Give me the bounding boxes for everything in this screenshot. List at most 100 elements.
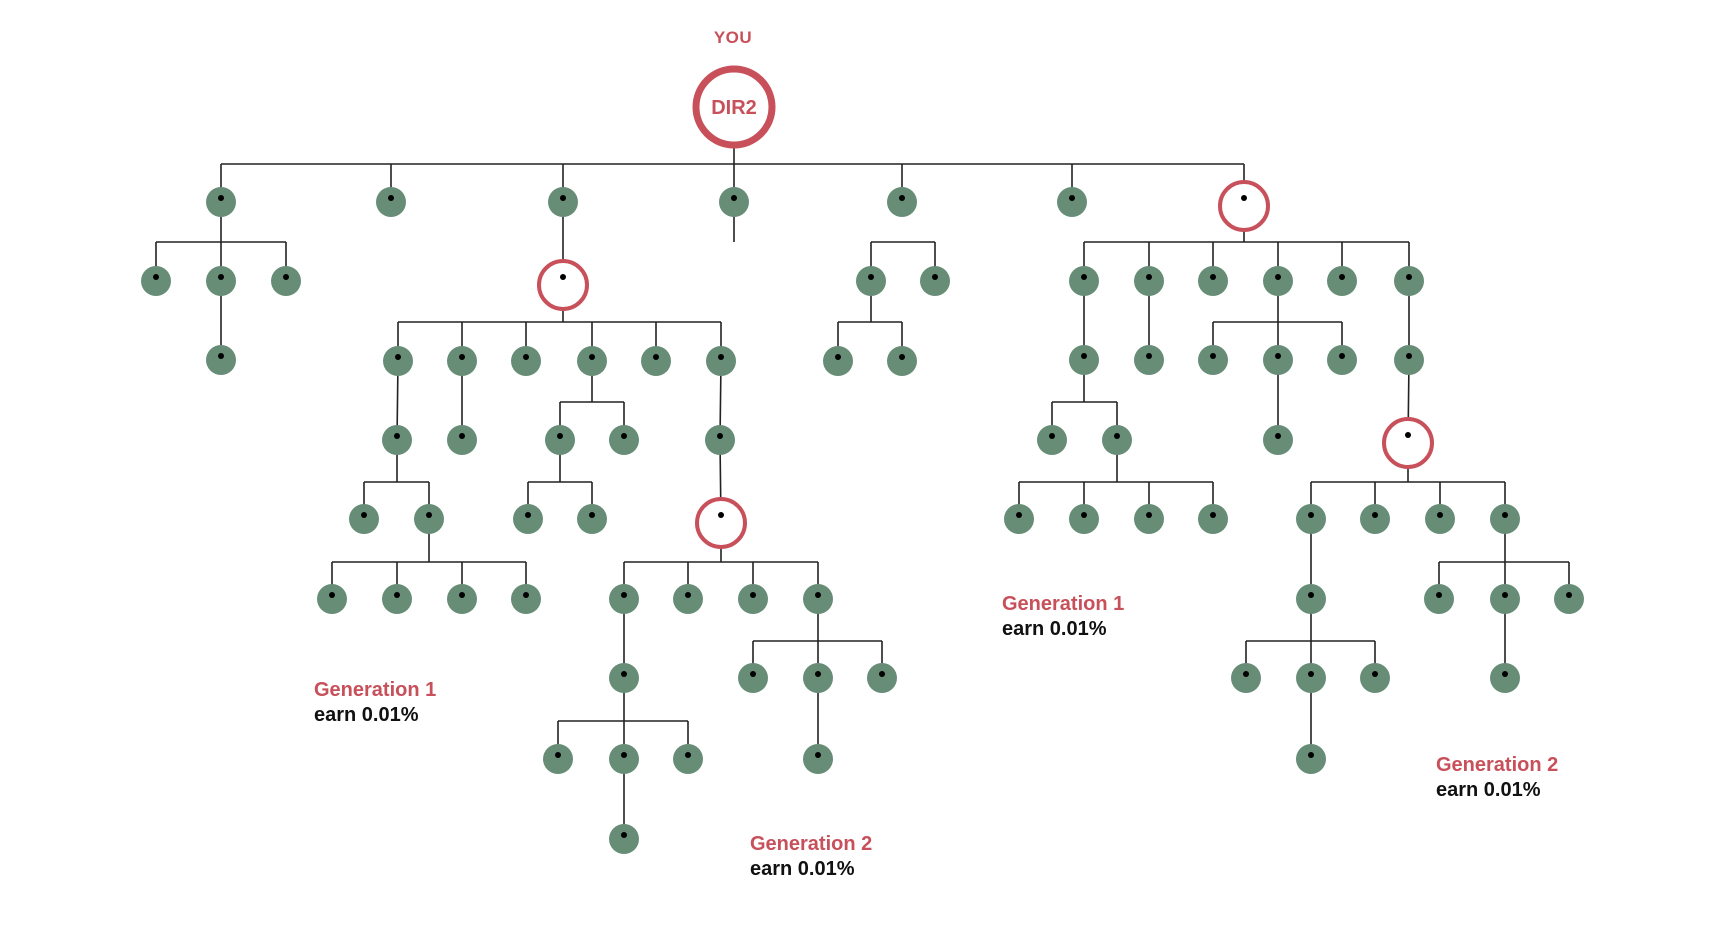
member-node[interactable] — [1296, 584, 1326, 614]
member-circle — [1424, 584, 1454, 614]
member-node[interactable] — [803, 663, 833, 693]
member-node[interactable] — [609, 584, 639, 614]
member-node[interactable] — [1425, 504, 1455, 534]
member-circle — [1102, 425, 1132, 455]
member-circle — [1198, 266, 1228, 296]
member-circle — [543, 744, 573, 774]
member-node[interactable] — [1296, 663, 1326, 693]
member-node[interactable] — [1057, 187, 1087, 217]
member-node[interactable] — [1490, 504, 1520, 534]
member-node[interactable] — [545, 425, 575, 455]
member-node[interactable] — [382, 425, 412, 455]
node-dot — [523, 592, 529, 598]
member-node[interactable] — [1231, 663, 1261, 693]
member-node[interactable] — [1490, 584, 1520, 614]
generation-node[interactable] — [695, 497, 747, 549]
member-node[interactable] — [1198, 504, 1228, 534]
member-node[interactable] — [447, 425, 477, 455]
member-node[interactable] — [867, 663, 897, 693]
member-node[interactable] — [609, 663, 639, 693]
member-node[interactable] — [609, 744, 639, 774]
member-node[interactable] — [543, 744, 573, 774]
member-node[interactable] — [609, 824, 639, 854]
member-node[interactable] — [738, 584, 768, 614]
member-node[interactable] — [577, 504, 607, 534]
member-node[interactable] — [1134, 345, 1164, 375]
node-dot — [1502, 512, 1508, 518]
member-node[interactable] — [1134, 504, 1164, 534]
member-node[interactable] — [1490, 663, 1520, 693]
member-node[interactable] — [1004, 504, 1034, 534]
member-node[interactable] — [856, 266, 886, 296]
member-node[interactable] — [673, 744, 703, 774]
member-node[interactable] — [317, 584, 347, 614]
member-node[interactable] — [887, 187, 917, 217]
member-node[interactable] — [513, 504, 543, 534]
member-node[interactable] — [1360, 663, 1390, 693]
member-node[interactable] — [447, 346, 477, 376]
member-node[interactable] — [705, 425, 735, 455]
member-node[interactable] — [1134, 266, 1164, 296]
member-node[interactable] — [1394, 266, 1424, 296]
node-dot — [218, 353, 224, 359]
member-node[interactable] — [206, 345, 236, 375]
member-node[interactable] — [383, 346, 413, 376]
member-node[interactable] — [414, 504, 444, 534]
member-node[interactable] — [1069, 266, 1099, 296]
member-node[interactable] — [673, 584, 703, 614]
member-node[interactable] — [382, 584, 412, 614]
member-node[interactable] — [1327, 266, 1357, 296]
generation-node[interactable] — [1218, 180, 1270, 232]
member-node[interactable] — [1263, 266, 1293, 296]
member-node[interactable] — [1360, 504, 1390, 534]
member-node[interactable] — [206, 187, 236, 217]
member-node[interactable] — [706, 346, 736, 376]
member-node[interactable] — [1263, 425, 1293, 455]
member-node[interactable] — [823, 346, 853, 376]
node-dot — [1308, 512, 1314, 518]
generation-node[interactable] — [1382, 417, 1434, 469]
node-dot — [621, 671, 627, 677]
member-node[interactable] — [1198, 266, 1228, 296]
member-node[interactable] — [511, 346, 541, 376]
member-node[interactable] — [1554, 584, 1584, 614]
member-node[interactable] — [447, 584, 477, 614]
member-node[interactable] — [141, 266, 171, 296]
member-node[interactable] — [349, 504, 379, 534]
member-node[interactable] — [719, 187, 749, 217]
member-circle — [706, 346, 736, 376]
member-node[interactable] — [376, 187, 406, 217]
member-node[interactable] — [511, 584, 541, 614]
member-node[interactable] — [1394, 345, 1424, 375]
member-node[interactable] — [803, 584, 833, 614]
member-circle — [1296, 504, 1326, 534]
generation-node[interactable] — [537, 259, 589, 311]
member-circle — [609, 663, 639, 693]
member-node[interactable] — [1102, 425, 1132, 455]
member-node[interactable] — [1069, 504, 1099, 534]
member-node[interactable] — [1263, 345, 1293, 375]
node-dot — [1081, 353, 1087, 359]
member-node[interactable] — [577, 346, 607, 376]
member-node[interactable] — [1198, 345, 1228, 375]
member-node[interactable] — [803, 744, 833, 774]
member-node[interactable] — [738, 663, 768, 693]
member-node[interactable] — [641, 346, 671, 376]
member-node[interactable] — [920, 266, 950, 296]
node-dot — [1308, 671, 1314, 677]
member-node[interactable] — [1037, 425, 1067, 455]
member-node[interactable] — [206, 266, 236, 296]
member-node[interactable] — [887, 346, 917, 376]
member-node[interactable] — [1327, 345, 1357, 375]
member-circle — [609, 744, 639, 774]
member-node[interactable] — [548, 187, 578, 217]
member-node[interactable] — [1296, 744, 1326, 774]
member-node[interactable] — [1296, 504, 1326, 534]
member-node[interactable] — [609, 425, 639, 455]
node-dot — [750, 592, 756, 598]
member-node[interactable] — [1424, 584, 1454, 614]
root-node[interactable]: DIR2 — [692, 65, 776, 149]
member-node[interactable] — [271, 266, 301, 296]
member-node[interactable] — [1069, 345, 1099, 375]
member-circle — [803, 663, 833, 693]
